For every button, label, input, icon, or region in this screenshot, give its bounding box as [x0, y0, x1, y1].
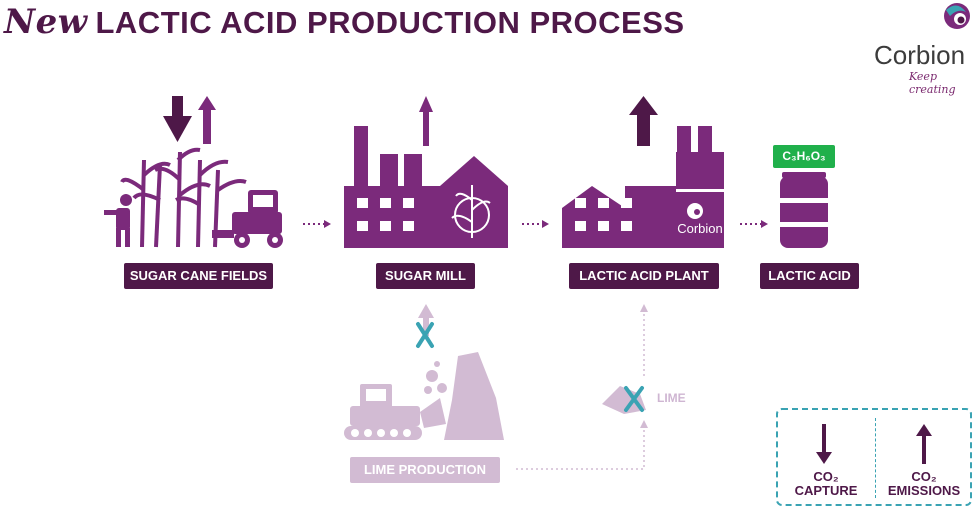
cross-mark-icon [416, 322, 434, 348]
flow-arrow-2 [522, 220, 549, 228]
flow-arrow-3 [740, 220, 768, 228]
lactic-acid-drum-icon [776, 172, 832, 248]
step-label-lactic-acid: LACTIC ACID [760, 263, 859, 289]
lime-rock-icon [602, 386, 646, 414]
co2-capture-arrow-icon [816, 424, 832, 464]
legend-capture-line2: CAPTURE [794, 483, 858, 498]
legend-emissions-label: CO₂ EMISSIONS [876, 470, 972, 498]
title-new: New [4, 2, 88, 42]
cross-mark-icon [624, 386, 644, 412]
logo-tagline: Keep creating [909, 70, 956, 96]
plant-brand-text: Corbion [677, 221, 723, 236]
legend-emissions-line1: CO₂ [911, 469, 937, 484]
lactic-acid-plant-icon [562, 96, 724, 248]
connector-arrowhead [640, 304, 648, 312]
corbion-logo-mark [944, 3, 970, 29]
step-label-sugar-cane-fields: SUGAR CANE FIELDS [124, 263, 273, 289]
lime-production-label: LIME PRODUCTION [350, 457, 500, 483]
legend-emissions-line2: EMISSIONS [887, 483, 961, 498]
connector-arrowhead [640, 420, 648, 428]
title-main: LACTIC ACID PRODUCTION PROCESS [95, 5, 685, 40]
step-label-lactic-acid-plant: LACTIC ACID PLANT [569, 263, 719, 289]
legend-capture-line1: CO₂ [813, 469, 839, 484]
co2-emissions-arrow-icon [916, 424, 932, 464]
lime-production-icon [344, 304, 504, 440]
lime-connector [516, 310, 645, 470]
legend-divider [875, 418, 876, 498]
sugar-cane-fields-icon [104, 96, 283, 248]
legend: CO₂ CAPTURE CO₂ EMISSIONS [776, 408, 972, 506]
step-label-sugar-mill: SUGAR MILL [376, 263, 475, 289]
chemical-formula-badge: C₃H₆O₃ [773, 145, 835, 168]
sugar-mill-icon [344, 96, 508, 248]
flow-arrow-1 [303, 220, 331, 228]
legend-capture-label: CO₂ CAPTURE [778, 470, 874, 498]
logo-name: Corbion [874, 40, 966, 70]
lime-label: LIME [657, 391, 686, 405]
